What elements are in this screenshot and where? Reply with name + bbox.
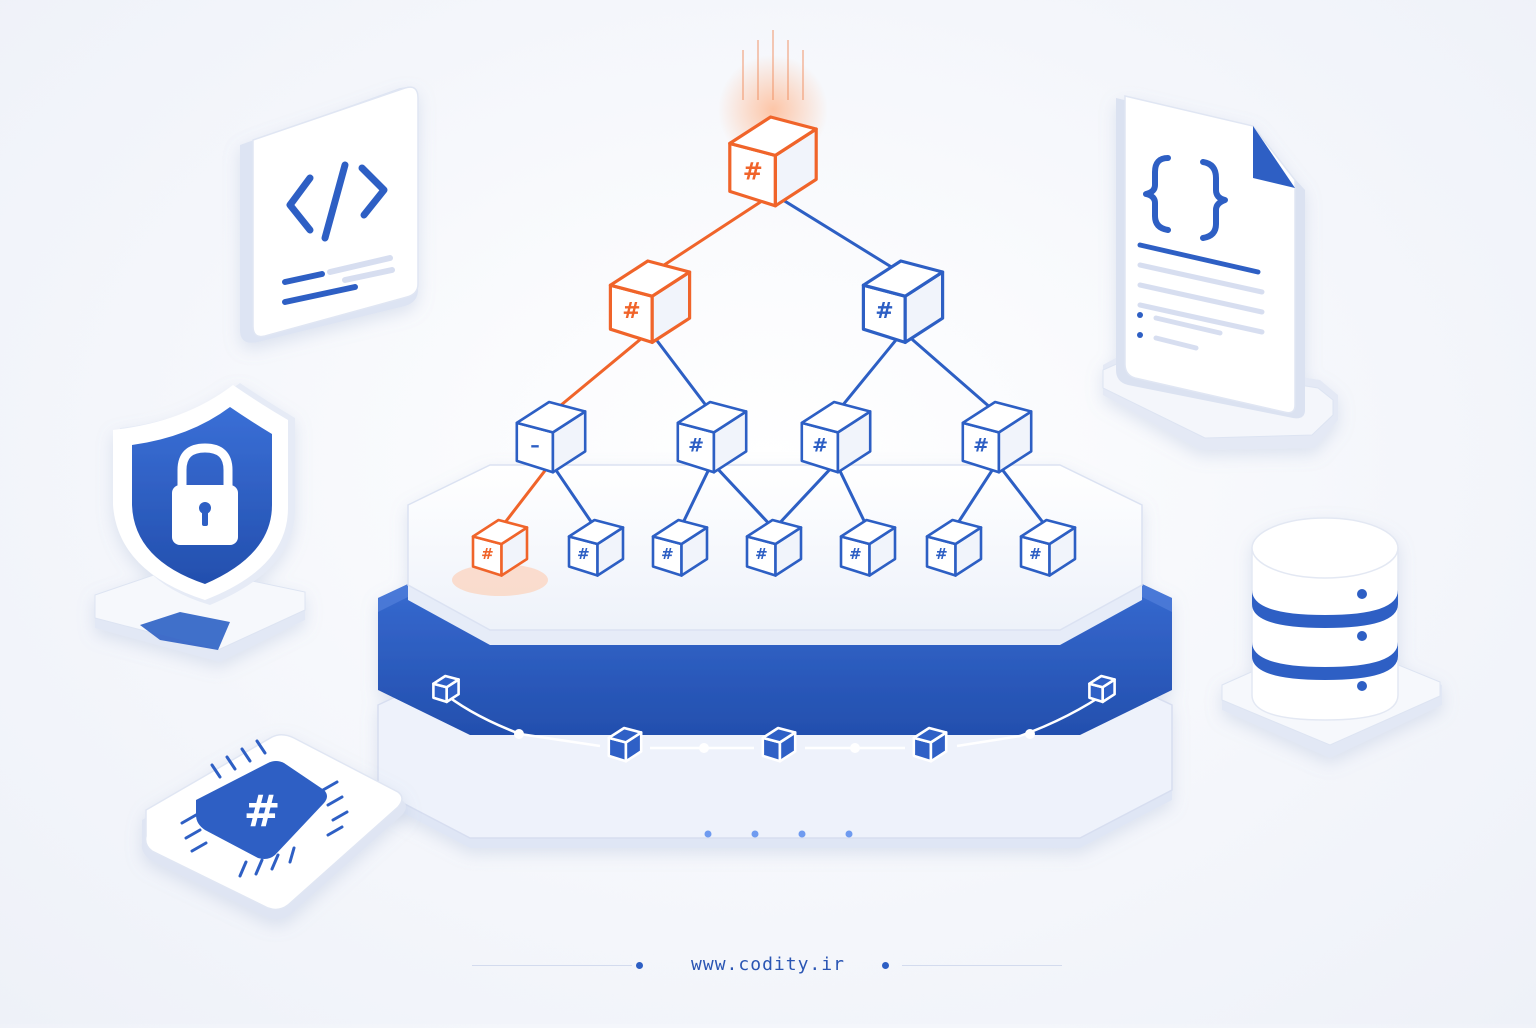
footer-url[interactable]: www.codity.ir <box>691 954 845 975</box>
tree-edge-l1-right-l2-4 <box>901 329 999 415</box>
tree-edge-l2-4-l3-7 <box>995 461 1050 531</box>
tree-edge-l2-4-l3-6 <box>952 461 999 531</box>
chain-block-1 <box>432 674 460 704</box>
tree-edge-root-l1-right <box>771 192 905 276</box>
tree-node-l3-5-glyph: # <box>849 545 862 563</box>
tree-node-l1-left-glyph: # <box>622 299 640 324</box>
code-brackets-icon <box>286 161 388 242</box>
json-document-card <box>1102 95 1338 450</box>
chain-block-icons <box>432 674 1116 763</box>
tree-node-l3-1-glyph: # <box>481 545 494 563</box>
database-icon <box>1251 517 1399 721</box>
tree-node-l2-3: # <box>800 400 872 474</box>
footer-divider-left <box>472 965 632 966</box>
tree-edge-l1-right-l2-3 <box>834 329 905 415</box>
hash-chip-card: # <box>141 734 406 920</box>
tree-edge-l2-2-l3-3 <box>678 461 714 531</box>
tree-node-l2-4-glyph: # <box>973 434 989 456</box>
tree-node-l3-7: # <box>1019 518 1077 577</box>
tree-edges <box>498 192 1050 531</box>
chain-link-dots <box>514 729 1035 753</box>
tree-edge-l2-3-l3-5 <box>834 461 870 531</box>
chain-block-4 <box>912 726 948 763</box>
tree-edge-l2-1-l3-1 <box>498 461 553 531</box>
root-glow-rays <box>742 30 804 100</box>
tree-node-l3-2-glyph: # <box>577 545 590 563</box>
tree-edge-l2-2-l3-4 <box>710 461 776 531</box>
chain-block-2 <box>607 726 643 763</box>
chain-block-5 <box>1088 674 1116 704</box>
tree-node-l3-3-glyph: # <box>661 545 674 563</box>
footer-divider-right <box>902 965 1062 966</box>
tree-node-l3-5: # <box>839 518 897 577</box>
shield-card <box>94 383 306 662</box>
curly-braces-file-icon <box>1143 155 1228 241</box>
tree-node-l3-1: # <box>471 518 529 577</box>
code-card <box>240 86 419 343</box>
tree-node-l2-4: # <box>961 400 1033 474</box>
tree-node-l3-6: # <box>925 518 983 577</box>
tree-edge-l2-1-l3-2 <box>549 461 598 531</box>
tree-node-l1-right: # <box>861 259 945 344</box>
tree-node-l2-1: – <box>515 400 587 474</box>
chip-pins <box>180 739 349 878</box>
tree-node-l3-4: # <box>745 518 803 577</box>
tree-nodes: # # # – # # # # # # # # # # <box>452 115 1077 596</box>
tree-edge-l2-3-l3-4 <box>772 461 838 531</box>
tree-edge-root-l1-left <box>648 192 775 276</box>
tree-node-root: # <box>728 115 818 208</box>
tree-node-l2-1-glyph: – <box>530 434 540 456</box>
footer: www.codity.ir <box>0 948 1536 984</box>
tree-node-l3-3: # <box>651 518 709 577</box>
tree-edge-l1-left-l2-1 <box>549 329 652 415</box>
tree-edge-l1-left-l2-2 <box>648 329 714 415</box>
database-card <box>1221 517 1442 758</box>
platform-status-lights <box>704 830 853 838</box>
tree-node-l3-6-glyph: # <box>935 545 948 563</box>
tree-node-l3-4-glyph: # <box>755 545 768 563</box>
highlight-leaf-glow <box>452 564 548 596</box>
footer-dot-left <box>636 962 643 969</box>
footer-dot-right <box>882 962 889 969</box>
chip-hash-glyph: # <box>244 786 281 837</box>
tree-node-l1-right-glyph: # <box>875 299 893 324</box>
document-text-lines <box>1137 242 1265 351</box>
tree-node-root-glyph: # <box>743 157 763 185</box>
tree-node-l1-left: # <box>608 259 692 344</box>
chain-block-3 <box>761 726 797 763</box>
tree-node-l2-2-glyph: # <box>688 434 704 456</box>
tree-node-l2-2: # <box>676 400 748 474</box>
tree-node-l3-7-glyph: # <box>1029 545 1042 563</box>
tree-node-l3-2: # <box>567 518 625 577</box>
tree-node-l2-3-glyph: # <box>812 434 828 456</box>
code-lines <box>282 255 395 305</box>
hash-chip-icon <box>196 761 327 859</box>
